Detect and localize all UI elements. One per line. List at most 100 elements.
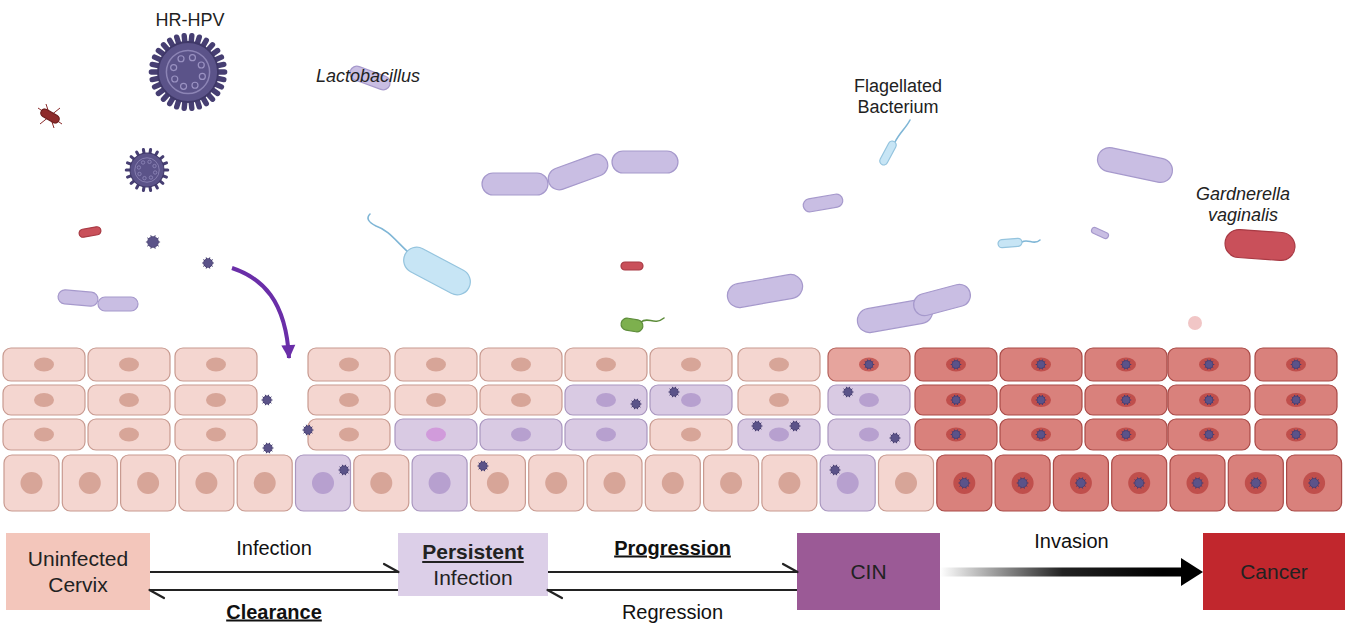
hpv-virion xyxy=(752,421,762,431)
epithelial-cell xyxy=(480,385,562,415)
bacterium-body xyxy=(802,193,844,213)
virion-capsomere xyxy=(153,164,156,167)
cell-membrane xyxy=(915,419,997,450)
virion-capsid xyxy=(263,396,271,404)
epithelial-cell xyxy=(1168,385,1250,415)
bacterium-body xyxy=(545,151,611,193)
epithelial-cell xyxy=(3,385,85,415)
cell-membrane xyxy=(828,419,910,450)
cell-nucleus xyxy=(604,472,626,494)
epithelial-cell xyxy=(1085,385,1167,415)
hpv-virion xyxy=(864,360,874,369)
transition-label: Regression xyxy=(622,601,723,624)
gardnerella-rod xyxy=(78,226,101,238)
lactobacillus-rod xyxy=(612,151,678,173)
cell-nucleus xyxy=(769,393,789,407)
stage-name: Cancer xyxy=(1240,559,1308,584)
transition-label: Infection xyxy=(236,537,312,560)
cell-membrane xyxy=(395,348,477,381)
cell-nucleus xyxy=(859,358,879,372)
hpv-virion xyxy=(843,387,853,397)
epithelial-cell xyxy=(1168,348,1250,381)
cell-membrane xyxy=(1053,455,1108,511)
hpv-virion xyxy=(339,465,349,475)
flagellated-bacterium xyxy=(998,238,1023,248)
cell-membrane xyxy=(762,455,817,511)
bacterium-body xyxy=(98,297,138,311)
hpv-virion xyxy=(890,433,900,443)
cell-nucleus xyxy=(1031,358,1051,372)
epithelial-cell xyxy=(62,455,117,511)
cell-nucleus xyxy=(195,472,217,494)
lactobacillus-rod xyxy=(911,282,973,318)
virion-capsomere xyxy=(153,171,156,174)
stage-name: Uninfected Cervix xyxy=(16,546,140,596)
cell-membrane xyxy=(480,348,562,381)
cell-nucleus xyxy=(596,358,616,372)
hpv-virion xyxy=(1121,360,1131,369)
lactobacillus-rod xyxy=(482,173,548,195)
bacterium-body xyxy=(621,262,643,270)
cell-membrane xyxy=(62,455,117,511)
epithelial-cell xyxy=(879,455,934,511)
cell-nucleus xyxy=(946,393,966,407)
green-bacterium xyxy=(620,317,644,333)
cell-membrane xyxy=(480,385,562,415)
cell-nucleus xyxy=(1031,393,1051,407)
cell-nucleus xyxy=(1128,472,1150,494)
epithelial-cell xyxy=(828,419,910,450)
cell-nucleus xyxy=(1303,472,1325,494)
cell-nucleus xyxy=(426,393,446,407)
bacterium-body xyxy=(78,226,101,238)
cell-membrane xyxy=(1168,348,1250,381)
hpv-virion xyxy=(1291,395,1301,404)
cell-nucleus xyxy=(206,358,226,372)
hpv-virion xyxy=(951,430,961,439)
epithelial-cell xyxy=(762,455,817,511)
hpv-virion xyxy=(631,399,641,409)
epithelial-cell xyxy=(828,348,910,381)
lactobacillus-rod xyxy=(1095,145,1174,184)
epithelial-cell xyxy=(1000,348,1082,381)
virion-capsomere xyxy=(178,56,184,62)
cell-membrane xyxy=(175,419,257,450)
epithelial-cell xyxy=(915,419,997,450)
cell-membrane xyxy=(1168,385,1250,415)
organism-label: Lactobacillus xyxy=(298,66,438,87)
stage-box: Uninfected Cervix xyxy=(6,533,150,610)
cell-membrane xyxy=(1112,455,1167,511)
epithelial-cell xyxy=(915,385,997,415)
hpv-virion xyxy=(1036,395,1046,404)
epithelial-cell xyxy=(1085,419,1167,450)
hpv-virion xyxy=(203,258,214,268)
cell-nucleus xyxy=(511,393,531,407)
cell-nucleus xyxy=(1070,472,1092,494)
epithelial-cell xyxy=(480,348,562,381)
cell-nucleus xyxy=(339,393,359,407)
stage-name: Infection xyxy=(433,565,512,590)
epithelial-cell xyxy=(175,348,257,381)
cell-nucleus xyxy=(545,472,567,494)
organism-label: HR-HPV xyxy=(130,10,250,31)
virion-capsomere xyxy=(189,55,195,61)
cell-nucleus xyxy=(206,428,226,442)
cell-nucleus xyxy=(859,393,879,407)
cell-nucleus xyxy=(429,472,451,494)
cell-membrane xyxy=(308,348,390,381)
cell-membrane xyxy=(412,455,467,511)
virion-capsomere xyxy=(198,62,204,68)
transition-label: Invasion xyxy=(1034,530,1109,553)
hpv-virion xyxy=(1204,395,1214,404)
cell-membrane xyxy=(4,455,59,511)
cell-membrane xyxy=(395,419,477,450)
cell-membrane xyxy=(565,419,647,450)
cell-membrane xyxy=(879,455,934,511)
cell-nucleus xyxy=(1187,472,1209,494)
cell-membrane xyxy=(1255,419,1337,450)
hpv-virion xyxy=(1291,360,1301,369)
epithelial-cell xyxy=(412,455,467,511)
virion-capsomere xyxy=(148,160,151,163)
cell-nucleus xyxy=(681,428,701,442)
epithelial-cell xyxy=(354,455,409,511)
cell-nucleus xyxy=(1031,428,1051,442)
